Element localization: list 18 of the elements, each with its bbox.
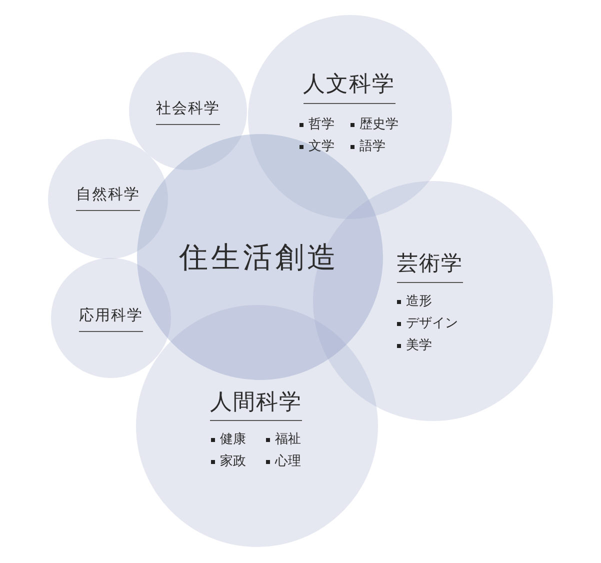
list-item: 文学 <box>308 138 334 156</box>
topic-heading: 自然科学 <box>76 186 140 204</box>
list-item: デザイン <box>406 315 458 334</box>
list-item: 福祉 <box>275 431 301 450</box>
list-item: 歴史学 <box>360 116 398 134</box>
topic-heading: 人間科学 <box>210 390 302 416</box>
topic-heading: 社会科学 <box>156 100 220 118</box>
list-item: 健康 <box>220 431 246 450</box>
list-item: 哲学 <box>308 116 334 134</box>
list-item: 語学 <box>360 138 386 156</box>
topic-heading: 芸術学 <box>397 251 463 276</box>
center-title: 住生活創造 <box>179 241 339 274</box>
topic-heading: 応用科学 <box>79 307 143 324</box>
list-item: 心理 <box>275 453 301 472</box>
list-item: 家政 <box>220 453 246 472</box>
list-item: 造形 <box>406 293 432 312</box>
topic-heading: 人文科学 <box>303 72 395 98</box>
list-item: 美学 <box>406 337 432 356</box>
